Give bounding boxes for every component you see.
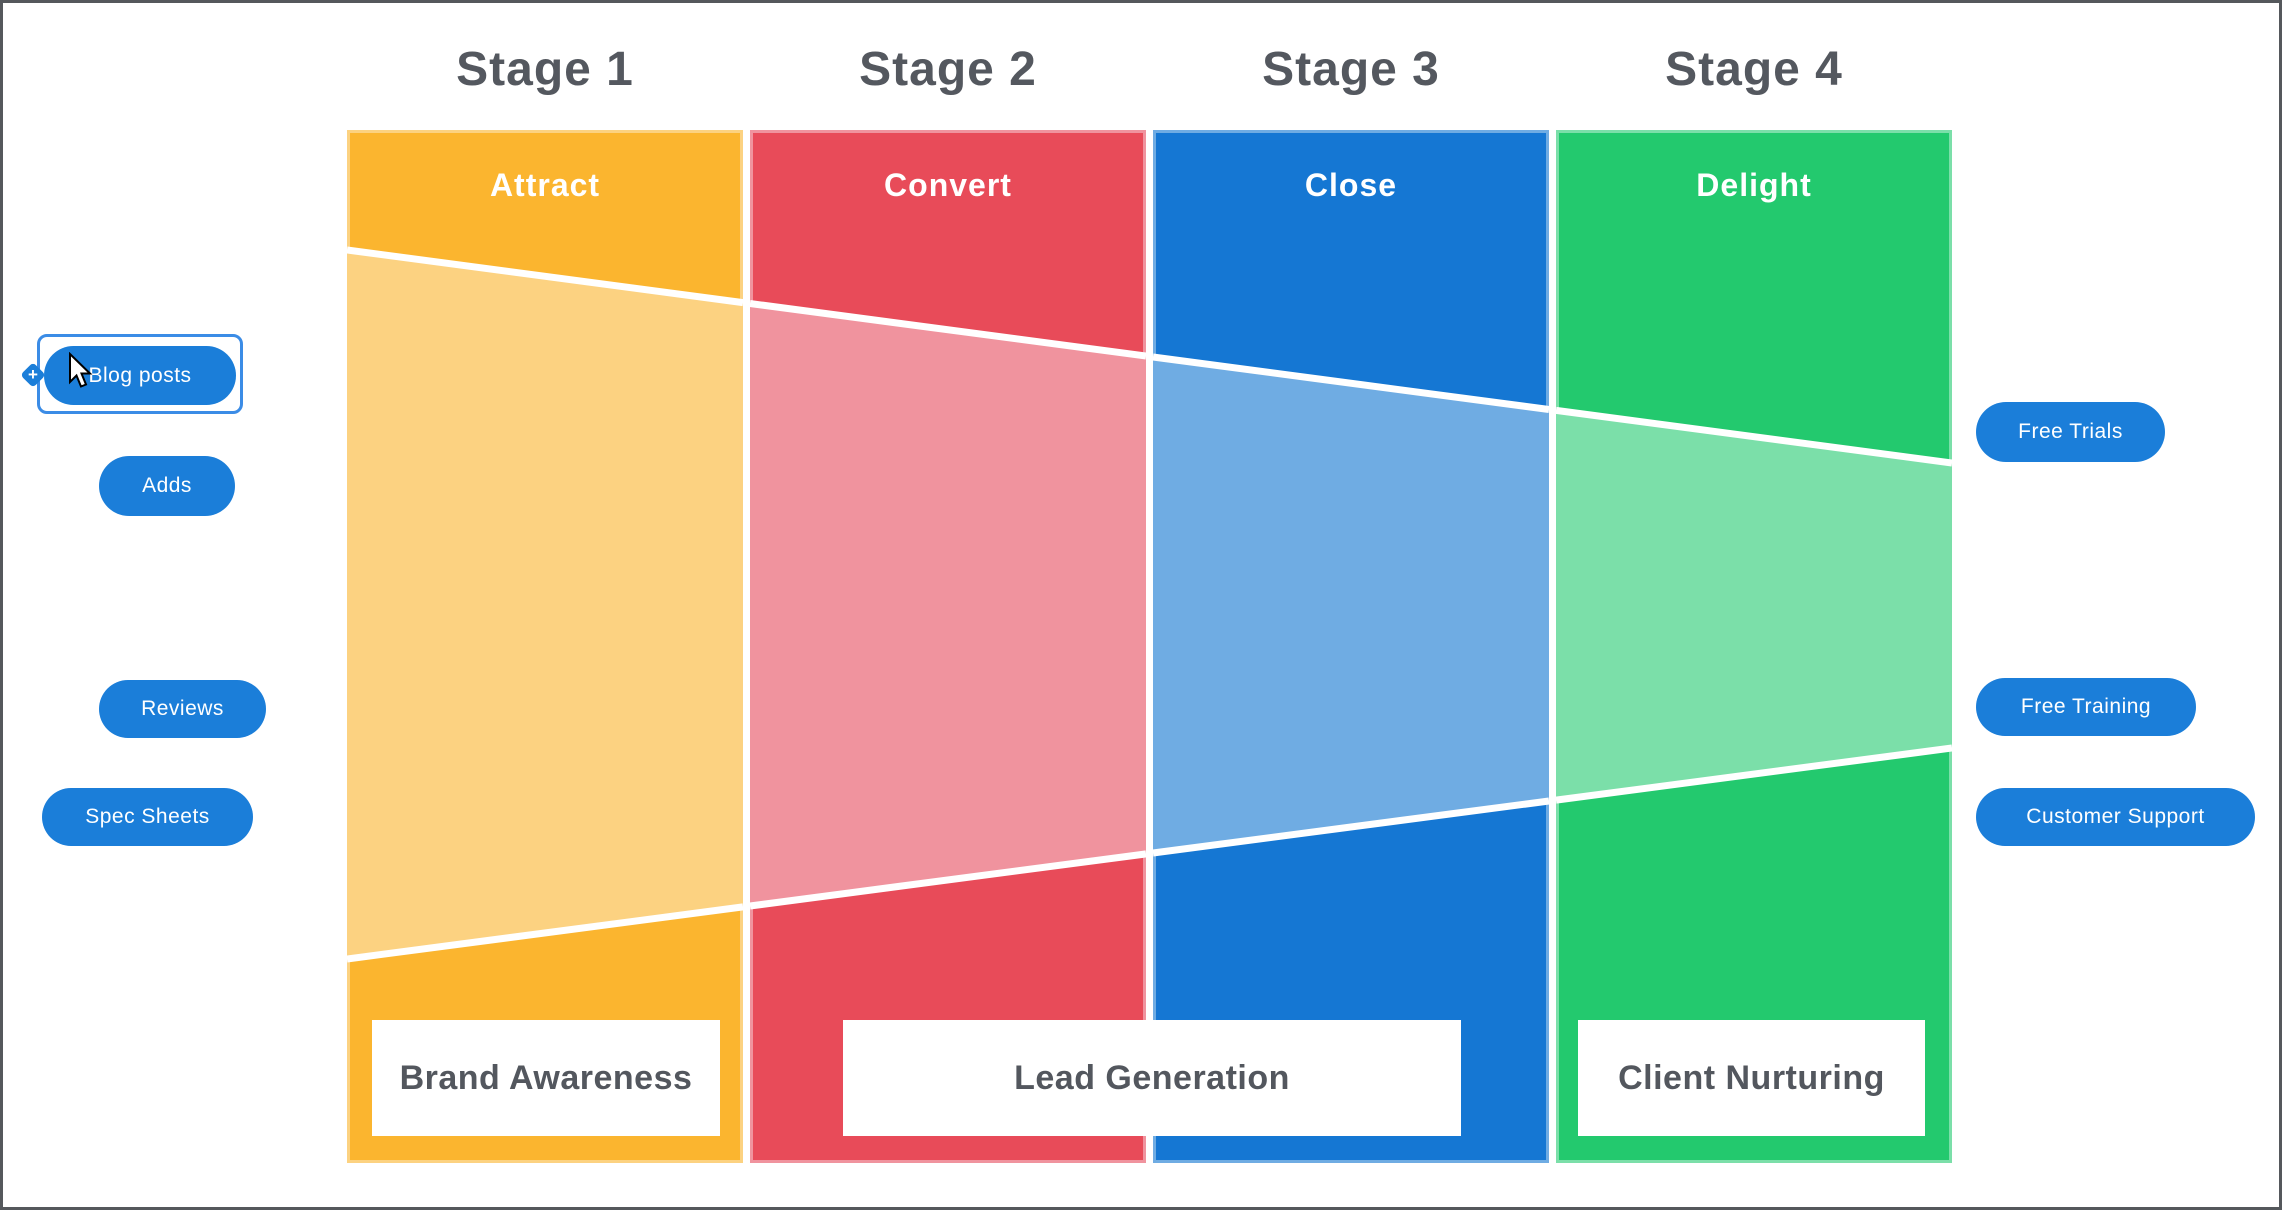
funnel-column-close[interactable] (1152, 130, 1550, 1163)
bottom-label-brand-awareness[interactable]: Brand Awareness (372, 1020, 720, 1136)
column-header-delight: Delight (1696, 167, 1812, 203)
column-header-close: Close (1304, 167, 1398, 203)
plus-icon: + (28, 365, 38, 384)
pill-reviews[interactable]: Reviews (99, 680, 266, 738)
stage-label-1: Stage 1 (456, 43, 634, 96)
column-header-attract: Attract (489, 167, 601, 203)
pill-adds[interactable]: Adds (99, 456, 235, 516)
funnel-column-delight[interactable] (1555, 130, 1952, 1163)
pill-customer-support[interactable]: Customer Support (1976, 788, 2255, 846)
funnel-column-convert[interactable] (749, 130, 1147, 1163)
mouse-cursor-icon (69, 352, 93, 388)
bottom-label-lead-generation[interactable]: Lead Generation (843, 1020, 1461, 1136)
pill-free-trials[interactable]: Free Trials (1976, 402, 2165, 462)
bottom-label-client-nurturing[interactable]: Client Nurturing (1578, 1020, 1925, 1136)
pill-spec-sheets[interactable]: Spec Sheets (42, 788, 253, 846)
funnel-column-attract[interactable] (347, 130, 744, 1163)
connection-point-handle[interactable]: + (20, 362, 46, 388)
stage-label-2: Stage 2 (859, 43, 1037, 96)
funnel-chart (347, 130, 1952, 1163)
stage-label-4: Stage 4 (1665, 43, 1843, 96)
stage-label-3: Stage 3 (1262, 43, 1440, 96)
column-header-convert: Convert (884, 167, 1012, 203)
pill-free-training[interactable]: Free Training (1976, 678, 2196, 736)
